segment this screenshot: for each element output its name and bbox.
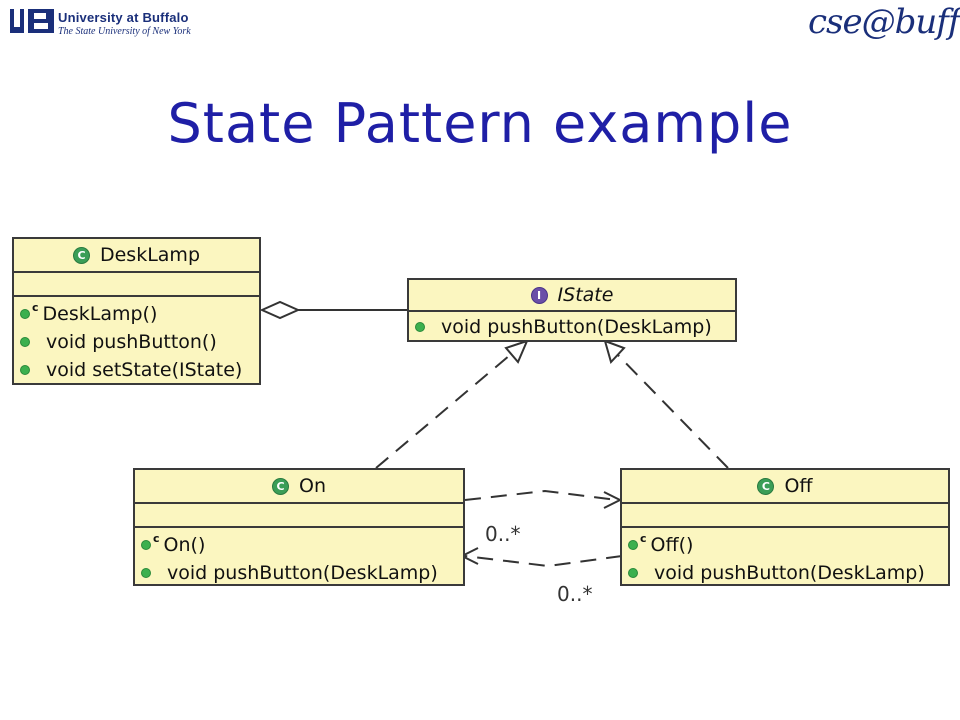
interface-istate: I IState void pushButton(DeskLamp) — [407, 278, 737, 342]
class-on-header: C On — [135, 470, 463, 504]
slide-title: State Pattern example — [167, 92, 793, 155]
public-method-icon — [415, 322, 425, 332]
operation: c DeskLamp() — [20, 300, 259, 328]
class-off-operations: c Off() void pushButton(DeskLamp) — [622, 528, 948, 589]
class-on: C On c On() void pushButton(DeskLamp) — [133, 468, 465, 586]
operation-label: DeskLamp() — [42, 303, 158, 325]
operation-label: void pushButton(DeskLamp) — [654, 562, 925, 584]
cse-buffalo-logo: cse@buffalo — [808, 2, 960, 42]
class-icon: C — [757, 477, 775, 495]
operation-label: void setState(IState) — [46, 359, 243, 381]
aggregation-diamond — [259, 300, 301, 320]
class-on-name: On — [299, 475, 326, 497]
public-method-icon — [20, 309, 30, 319]
operation: void setState(IState) — [20, 356, 259, 384]
public-method-icon — [628, 568, 638, 578]
dependency-off-to-on-line — [464, 555, 623, 568]
public-method-icon — [20, 337, 30, 347]
class-off-attributes — [622, 504, 948, 528]
dependency-on-to-off-line — [464, 489, 618, 501]
operation: void pushButton(DeskLamp) — [628, 559, 948, 587]
class-off-name: Off — [784, 475, 813, 497]
class-on-attributes — [135, 504, 463, 528]
operation: void pushButton() — [20, 328, 259, 356]
constructor-icon: c — [32, 300, 39, 314]
operation: c On() — [141, 531, 463, 559]
interface-istate-header: I IState — [409, 280, 735, 312]
realization-off-arrowhead — [603, 339, 626, 364]
class-off-header: C Off — [622, 470, 948, 504]
operation-label: Off() — [650, 534, 694, 556]
public-method-icon — [141, 540, 151, 550]
class-icon: C — [72, 246, 90, 264]
public-method-icon — [141, 568, 151, 578]
interface-istate-name: IState — [557, 284, 614, 306]
operation-label: void pushButton(DeskLamp) — [441, 316, 712, 338]
operation-label: void pushButton() — [46, 331, 217, 353]
ub-logo-icon — [10, 9, 54, 33]
operation: void pushButton(DeskLamp) — [415, 313, 735, 341]
multiplicity-off-to-on: 0..* — [557, 582, 593, 606]
class-desklamp-header: C DeskLamp — [14, 239, 259, 273]
constructor-icon: c — [640, 531, 647, 545]
multiplicity-on-to-off: 0..* — [485, 522, 521, 546]
class-desklamp-name: DeskLamp — [99, 244, 201, 266]
dependency-on-to-off-arrowhead — [603, 491, 623, 509]
class-icon: C — [272, 477, 289, 495]
public-method-icon — [20, 365, 30, 375]
class-on-operations: c On() void pushButton(DeskLamp) — [135, 528, 463, 589]
operation: c Off() — [628, 531, 948, 559]
university-name-line2: The State University of New York — [58, 26, 191, 37]
realization-on-line — [375, 349, 517, 469]
realization-on-arrowhead — [504, 339, 529, 364]
operation: void pushButton(DeskLamp) — [141, 559, 463, 587]
university-name-line1: University at Buffalo — [58, 10, 189, 25]
realization-off-line — [614, 351, 729, 469]
interface-istate-operations: void pushButton(DeskLamp) — [409, 312, 735, 343]
class-desklamp-operations: c DeskLamp() void pushButton() void setS… — [14, 297, 259, 386]
operation-label: On() — [163, 534, 206, 556]
class-desklamp: C DeskLamp c DeskLamp() void pushButton(… — [12, 237, 261, 385]
class-off: C Off c Off() void pushButton(DeskLamp) — [620, 468, 950, 586]
public-method-icon — [628, 540, 638, 550]
class-desklamp-attributes — [14, 273, 259, 297]
constructor-icon: c — [153, 531, 160, 545]
interface-icon: I — [530, 286, 548, 304]
operation-label: void pushButton(DeskLamp) — [167, 562, 438, 584]
university-name: University at Buffalo The State Universi… — [58, 10, 191, 37]
